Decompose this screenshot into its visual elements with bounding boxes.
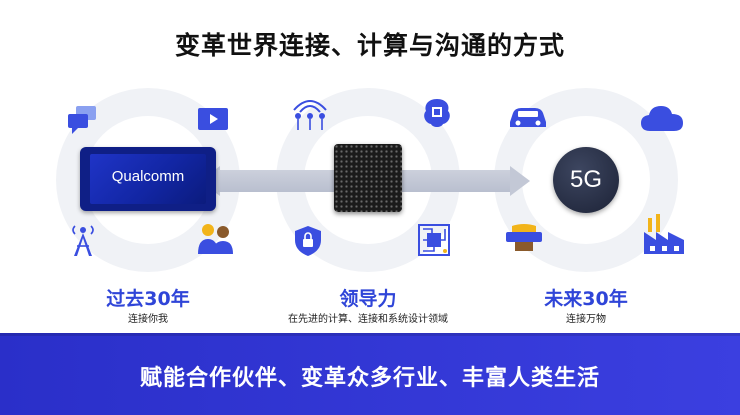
processor-chip [334,144,402,212]
center-heading: 领导力 [339,288,397,310]
smartphone: Qualcomm [80,147,216,211]
antenna-icon [72,225,94,256]
ai-brain-icon [424,99,450,127]
footer-slogan: 赋能合作伙伴、变革众多行业、丰富人类生活 [139,366,600,391]
chat-icon [68,106,96,134]
5g-badge: 5G [553,147,619,213]
factory-icon [644,214,684,254]
page-title: 变革世界连接、计算与沟通的方式 [174,31,565,60]
phone-screen: Qualcomm [90,154,206,204]
right-caption: 连接万物 [566,314,606,325]
vr-headset-icon [506,224,542,251]
right-arrowhead [510,166,530,196]
wireless-nodes-icon [293,100,327,130]
left-connector [218,170,336,192]
car-icon [510,108,546,127]
phone-brand-logo: Qualcomm [111,168,185,185]
right-heading: 未来30年 [544,288,628,310]
footer-banner: 赋能合作伙伴、变革众多行业、丰富人类生活 [0,333,740,415]
5g-label: 5G [569,166,602,193]
security-lock-icon [295,226,321,256]
video-icon [198,108,228,130]
center-caption: 在先进的计算、连接和系统设计领域 [288,314,448,325]
left-caption: 连接你我 [128,314,168,325]
cloud-icon [641,106,683,131]
left-heading: 过去30年 [106,288,190,310]
circuit-icon [418,224,450,256]
people-icon [198,224,233,254]
right-connector [400,170,512,192]
